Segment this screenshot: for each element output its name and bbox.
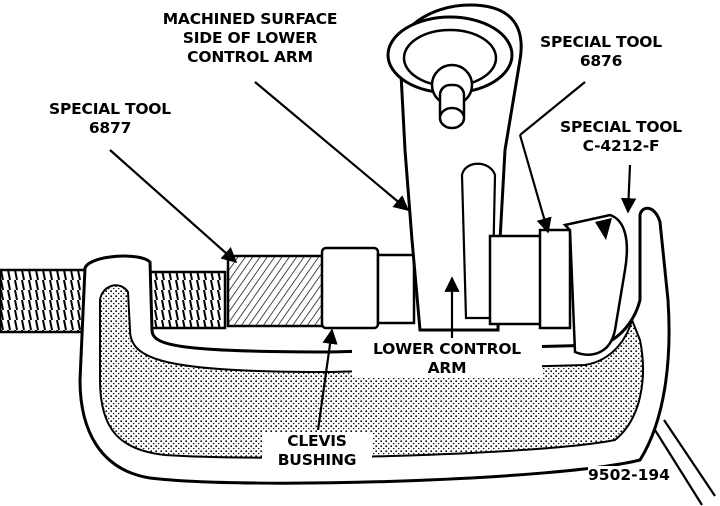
ball-joint-top <box>386 15 514 130</box>
special-tool-6876 <box>538 228 572 330</box>
label-special-tool-c4212f: SPECIAL TOOL C-4212-F <box>560 118 682 155</box>
threaded-screw <box>0 268 227 334</box>
leader-lines <box>109 81 716 506</box>
label-special-tool-6877: SPECIAL TOOL 6877 <box>49 100 171 137</box>
label-machined-surface: MACHINED SURFACE SIDE OF LOWER CONTROL A… <box>162 10 338 66</box>
special-tool-6877 <box>226 254 332 328</box>
label-special-tool-6876: SPECIAL TOOL 6876 <box>540 33 662 70</box>
label-clevis-bushing: CLEVIS BUSHING <box>262 432 372 470</box>
figure-number: 9502-194 <box>588 466 670 484</box>
clevis-bushing <box>320 246 380 330</box>
label-lower-control-arm: LOWER CONTROL ARM <box>352 340 542 378</box>
